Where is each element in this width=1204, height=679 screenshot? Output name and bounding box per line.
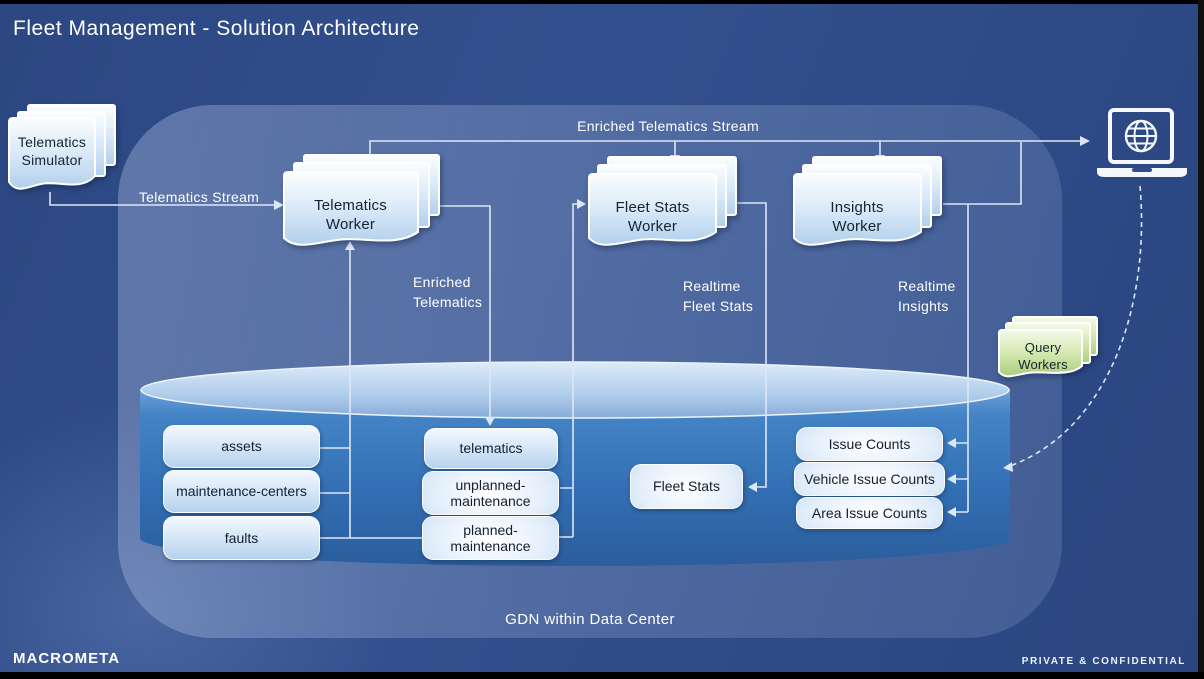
- laptop-base: [1097, 168, 1187, 177]
- screen-edge-bottom: [0, 672, 1204, 679]
- collection-faults: faults: [163, 516, 320, 560]
- collection-area-issue-counts: Area Issue Counts: [796, 497, 943, 529]
- collection-unplanned-maintenance: unplanned-maintenance: [422, 471, 559, 515]
- collection-planned-maintenance: planned-maintenance: [422, 516, 559, 560]
- arrowhead: [1080, 136, 1090, 146]
- doc-page-front: [588, 173, 717, 246]
- screen-edge-right: [1198, 0, 1204, 679]
- laptop-globe-icon: [1097, 108, 1187, 177]
- cylinder-top: [140, 361, 1010, 419]
- collection-assets: assets: [163, 425, 320, 468]
- doc-page-front: [793, 173, 922, 246]
- label-realtime-insights: Realtime Insights: [898, 278, 956, 315]
- fleet-stats-worker-node: [588, 156, 737, 246]
- doc-page-front: [283, 171, 419, 246]
- label-telematics-stream: Telematics Stream: [138, 189, 260, 205]
- collection-vehicle-issue-counts: Vehicle Issue Counts: [794, 462, 945, 496]
- page-title: Fleet Management - Solution Architecture: [13, 17, 420, 40]
- label-realtime-fleet-stats: Realtime Fleet Stats: [683, 278, 754, 315]
- collection-maintenance-centers: maintenance-centers: [163, 470, 320, 513]
- laptop-screen: [1108, 108, 1174, 164]
- doc-page-front: [8, 117, 96, 190]
- gdn-label: GDN within Data Center: [505, 611, 675, 628]
- collection-fleet-stats: Fleet Stats: [630, 464, 743, 509]
- telematics-simulator-node: [8, 104, 116, 190]
- laptop-base-notch: [1132, 168, 1152, 172]
- confidentiality-label: PRIVATE & CONFIDENTIAL: [1021, 656, 1186, 667]
- globe-parallels: [1126, 127, 1156, 145]
- insights-worker-label: Insights Worker: [830, 199, 884, 236]
- collection-telematics: telematics: [424, 428, 558, 469]
- telematics-worker-node: [283, 154, 440, 246]
- collection-issue-counts: Issue Counts: [796, 427, 943, 461]
- insights-worker-node: [793, 156, 942, 246]
- fleet-stats-worker-label: Fleet Stats Worker: [615, 199, 690, 236]
- macrometa-logo: MACROMETA: [13, 650, 121, 667]
- screen-edge-top: [0, 0, 1204, 4]
- telematics-simulator-label: Telematics Simulator: [17, 134, 87, 168]
- label-enriched-telematics-stream: Enriched Telematics Stream: [577, 118, 759, 134]
- query-workers-label: Query Workers: [1018, 340, 1068, 372]
- telematics-worker-label: Telematics Worker: [314, 197, 387, 234]
- label-enriched-telematics: Enriched Telematics: [413, 274, 483, 311]
